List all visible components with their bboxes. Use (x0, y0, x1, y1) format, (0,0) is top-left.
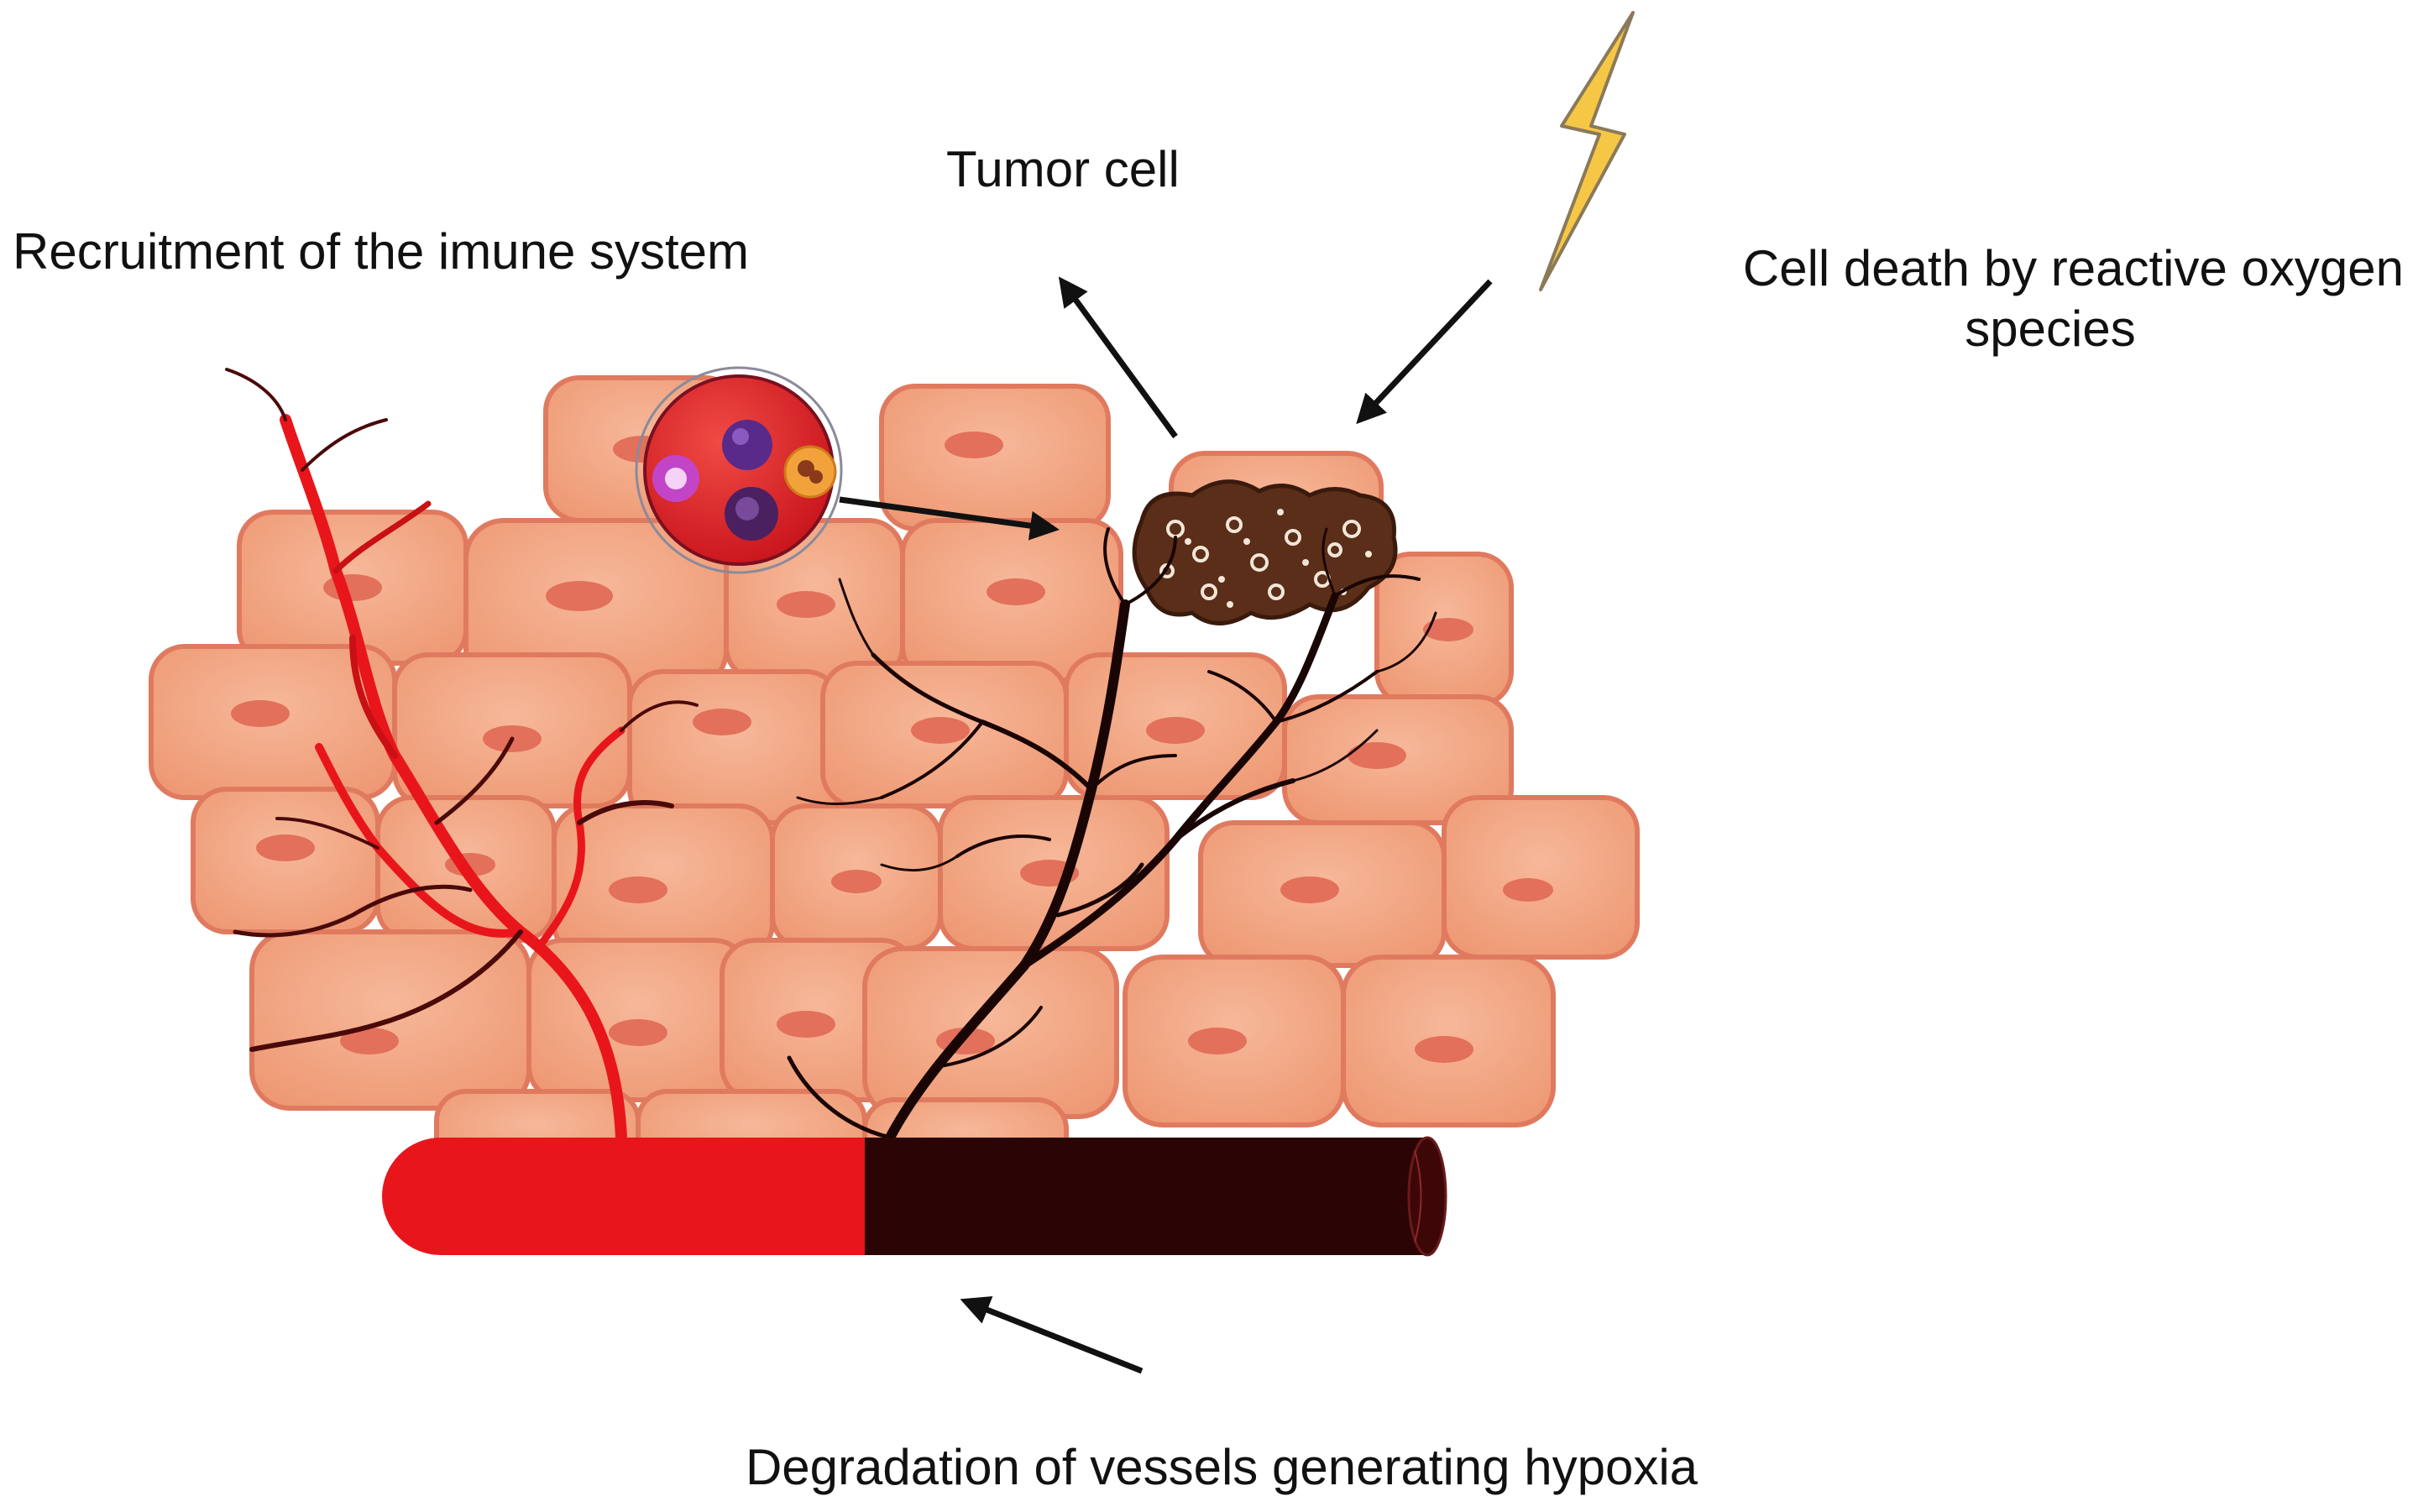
cell (862, 946, 1119, 1119)
tissue-cells (149, 375, 1640, 1178)
arrow-hypoxia (960, 1296, 1144, 1374)
cell (1442, 795, 1640, 960)
cell (392, 652, 632, 808)
label-immune-recruitment: Recruitment of the imune system (13, 223, 749, 280)
cell (1123, 955, 1346, 1127)
label-hypoxia: Degradation of vessels generating hypoxi… (746, 1439, 1698, 1495)
degraded-vessel-branches (787, 527, 1437, 1143)
cell (1374, 552, 1514, 708)
healthy-vessel-branches (225, 368, 699, 1143)
label-ros-line2: species (1965, 301, 2135, 357)
lightning-bolt-icon (1539, 11, 1635, 291)
blood-vessel-icon (382, 1136, 1447, 1257)
arrow-immune-to-tumor (839, 496, 1060, 541)
cell (938, 795, 1170, 951)
cell (1198, 820, 1447, 968)
cell (552, 803, 775, 960)
arrow-tumor-label (1058, 276, 1178, 439)
immune-cell-cluster-icon (635, 366, 843, 574)
arrow-ros (1356, 279, 1493, 425)
label-ros-line1: Cell death by reactive oxygen (1743, 240, 2404, 296)
cell (1341, 955, 1556, 1127)
label-tumor-cell: Tumor cell (946, 141, 1180, 197)
arrows (839, 276, 1493, 1374)
cell (191, 787, 380, 934)
cell (820, 661, 1069, 808)
tumor-cell-icon (1132, 479, 1398, 625)
cell (770, 803, 943, 951)
cell (879, 384, 1111, 531)
